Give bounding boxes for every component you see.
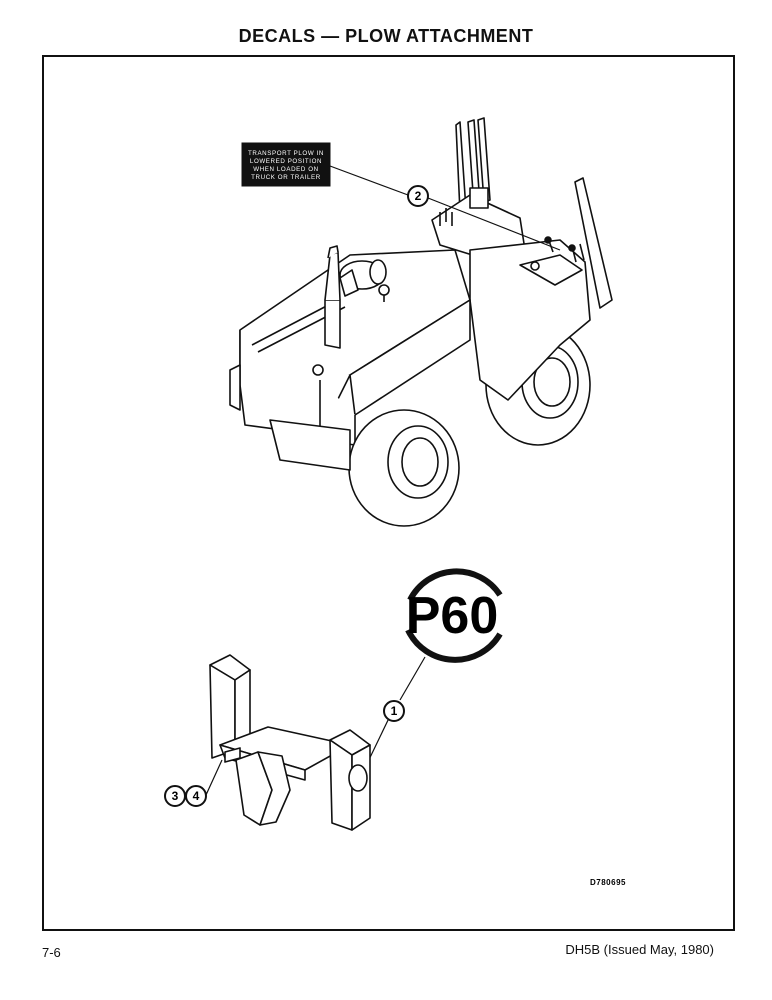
decal-transport: TRANSPORT PLOW IN LOWERED POSITION WHEN … [241, 142, 331, 187]
tractor-drawing [229, 117, 613, 527]
callout-1: 1 [383, 700, 405, 722]
page-number: 7-6 [42, 945, 61, 960]
callout-2-number: 2 [415, 189, 422, 203]
decal-transport-line-2: LOWERED POSITION [250, 158, 322, 165]
publication-id: DH5B (Issued May, 1980) [565, 942, 714, 957]
decal-transport-line-4: TRUCK OR TRAILER [251, 174, 321, 181]
leader-line-1 [399, 656, 426, 701]
decal-transport-line-3: WHEN LOADED ON [253, 166, 318, 173]
decal-transport-line-1: TRANSPORT PLOW IN [248, 150, 324, 157]
callout-3-number: 3 [172, 789, 179, 803]
callout-1-number: 1 [391, 704, 398, 718]
decal-model-text: P60 [406, 587, 499, 645]
leader-line-2 [329, 165, 561, 251]
callout-4: 4 [185, 785, 207, 807]
callout-2: 2 [407, 185, 429, 207]
decal-model: P60 [405, 568, 503, 663]
callout-3: 3 [164, 785, 186, 807]
illustration-frame [42, 55, 735, 931]
page-title: DECALS — PLOW ATTACHMENT [238, 26, 534, 46]
drawing-number: D780695 [590, 878, 626, 887]
callout-4-number: 4 [193, 789, 200, 803]
plow-bracket-drawing [209, 654, 371, 831]
leader-line-3-4 [205, 759, 223, 796]
